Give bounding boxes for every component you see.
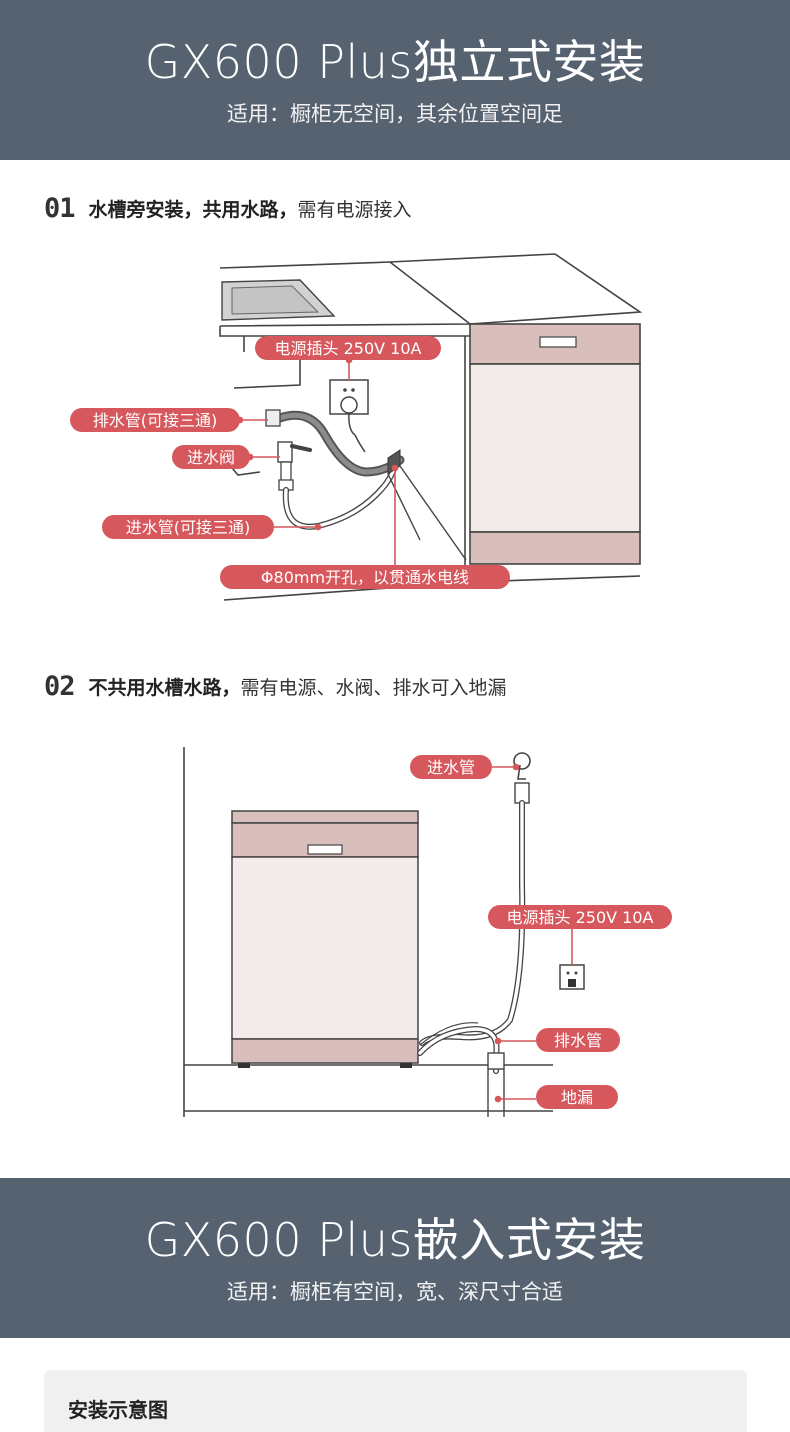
- diagram-independent-installation: 进水管 电源插头 250V 10A 排水管 地漏: [183, 747, 672, 1117]
- tag-inlet-pipe: 进水管(可接三通): [102, 515, 274, 539]
- tag-text: 排水管: [554, 1031, 602, 1050]
- tag-power-plug: 电源插头 250V 10A: [488, 905, 672, 929]
- water-tap-icon: [513, 752, 531, 804]
- tag-text: 地漏: [561, 1088, 593, 1107]
- dishwasher-unit: [231, 810, 419, 1068]
- power-socket-icon: [559, 964, 585, 990]
- floor-drain-pipe: [487, 1052, 505, 1117]
- card-title: 安装示意图: [68, 1398, 168, 1422]
- leader-lines: [492, 763, 573, 1103]
- tag-text: 电源插头 250V 10A: [507, 908, 654, 927]
- step-normal-text: 需有电源接入: [297, 198, 412, 221]
- power-socket-icon: [329, 379, 369, 453]
- installation-diagram-card: 安装示意图: [44, 1370, 747, 1432]
- drain-hose: [417, 1022, 500, 1074]
- section-subtitle: 适用：橱柜无空间，其余位置空间足: [227, 102, 563, 126]
- diagram-sink-side-installation: 电源插头 250V 10A 排水管(可接三通) 进水阀 进水管(可接三通) Φ8…: [70, 253, 643, 601]
- tag-drain-pipe: 排水管: [536, 1028, 620, 1052]
- inlet-valve-icon: [277, 441, 312, 491]
- tag-text: 进水管(可接三通): [126, 518, 251, 537]
- sink-basin: [221, 279, 336, 321]
- inlet-hose: [282, 455, 399, 530]
- section-banner-standalone: GX600 Plus独立式安装 适用：橱柜无空间，其余位置空间足: [0, 0, 790, 160]
- wall-hole: [387, 449, 467, 561]
- tag-text: 进水管: [427, 758, 475, 777]
- step-normal-text: 需有电源、水阀、排水可入地漏: [240, 676, 507, 699]
- section-banner-built-in: GX600 Plus嵌入式安装 适用：橱柜有空间，宽、深尺寸合适: [0, 1178, 790, 1338]
- section-title: GX600 Plus嵌入式安装: [144, 1213, 646, 1267]
- tag-power-plug: 电源插头 250V 10A: [255, 336, 441, 360]
- tag-drain-pipe: 排水管(可接三通): [70, 408, 240, 432]
- tag-text: 电源插头 250V 10A: [275, 339, 422, 358]
- step-bold-text: 水槽旁安装，共用水路，: [88, 198, 298, 221]
- tag-floor-drain: 地漏: [536, 1085, 618, 1109]
- step-number: 01: [44, 192, 76, 224]
- tag-hole: Φ80mm开孔，以贯通水电线: [220, 565, 510, 589]
- section-title: GX600 Plus独立式安装: [144, 35, 646, 89]
- tag-inlet-valve: 进水阀: [172, 445, 250, 469]
- tag-inlet-pipe: 进水管: [410, 755, 492, 779]
- tag-text: 进水阀: [187, 448, 235, 467]
- section-subtitle: 适用：橱柜有空间，宽、深尺寸合适: [227, 1280, 563, 1304]
- tag-text: 排水管(可接三通): [93, 411, 218, 430]
- tag-text: Φ80mm开孔，以贯通水电线: [261, 568, 469, 587]
- step-heading-02: 02 不共用水槽水路， 需有电源、水阀、排水可入地漏: [44, 668, 507, 704]
- drain-hose: [265, 409, 405, 477]
- dishwasher-unit: [469, 323, 641, 565]
- step-bold-text: 不共用水槽水路，: [88, 676, 241, 699]
- step-number: 02: [44, 670, 76, 702]
- step-heading-01: 01 水槽旁安装，共用水路， 需有电源接入: [44, 190, 412, 226]
